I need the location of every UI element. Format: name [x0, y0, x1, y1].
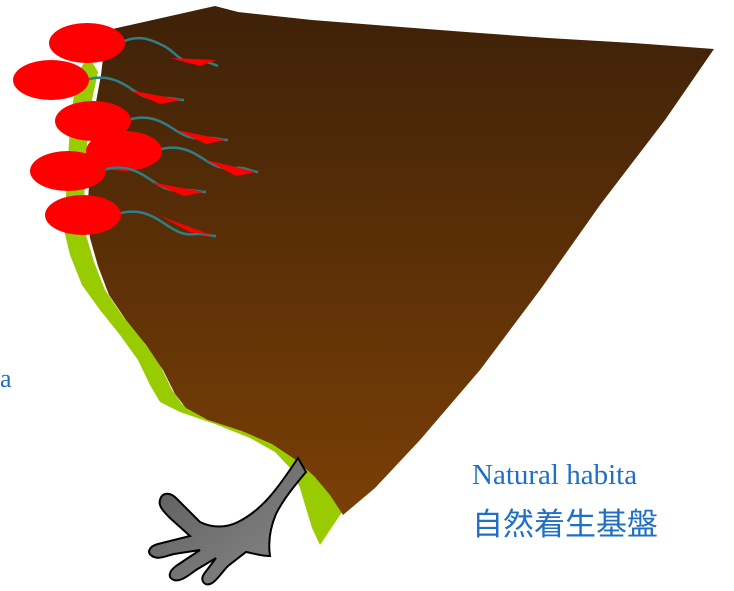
- habitat-label-en: Natural habita: [472, 458, 637, 492]
- cell-body: [49, 23, 125, 63]
- hand-icon: [149, 458, 306, 584]
- substrate-surface: [88, 6, 714, 515]
- cell-body: [30, 151, 106, 191]
- cell-body: [45, 195, 121, 235]
- cell-body: [13, 60, 89, 100]
- partial-side-label: a: [0, 364, 12, 394]
- habitat-label-jp: 自然着生基盤: [472, 507, 658, 543]
